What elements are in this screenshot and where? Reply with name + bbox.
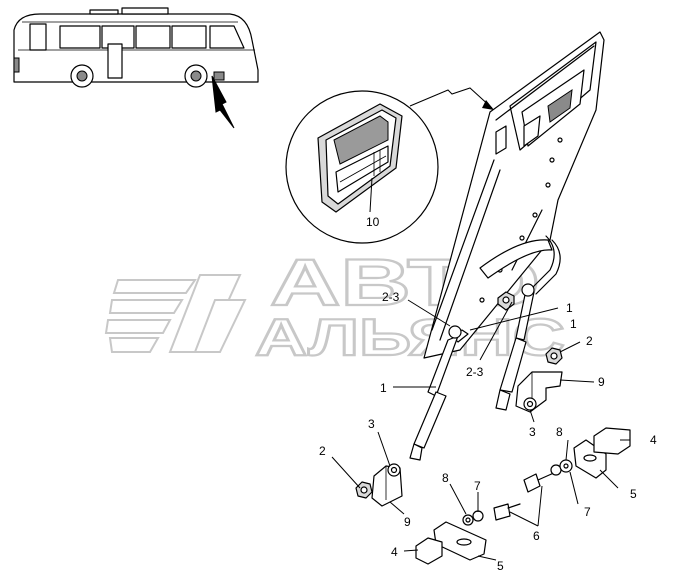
panel-bolts: [479, 137, 563, 303]
callout-7-center: 7: [474, 479, 481, 493]
callout-3-left: 3: [368, 417, 375, 431]
callout-2-3-upper: 2-3: [382, 290, 400, 304]
callout-3-right: 3: [529, 425, 536, 439]
bracket-9-right: [515, 371, 563, 413]
watermark-logo-mark: [104, 274, 247, 353]
callout-1-left: 1: [380, 381, 387, 395]
bus-illustration: [13, 7, 259, 129]
detail-grille-view: [285, 87, 494, 244]
callout-7-right: 7: [584, 505, 591, 519]
callout-2-right: 2: [586, 334, 593, 348]
callout-5-right: 5: [630, 487, 637, 501]
nut-right: [545, 347, 563, 365]
callout-1-upper: 1: [566, 301, 573, 315]
bolt-group-right: [523, 427, 631, 493]
callout-9-left: 9: [404, 515, 411, 529]
callout-9-right: 9: [598, 375, 605, 389]
gas-strut-left: [409, 325, 469, 461]
gas-strut-right: [495, 283, 535, 411]
hatch-panel: [423, 31, 605, 359]
callout-2-3-lower: 2-3: [466, 365, 484, 379]
bolt-group-center: [415, 503, 521, 565]
callout-5-left: 5: [497, 559, 504, 573]
callout-2-left: 2: [319, 444, 326, 458]
callout-6: 6: [533, 529, 540, 543]
callout-labels: 2-3 1 1 2-3 2 9 1 3 3 8 4 2 5 7 8 7 9 6 …: [319, 215, 657, 573]
leader-lines: [331, 299, 630, 561]
callout-8-right: 8: [556, 425, 563, 439]
washer-3-right: [523, 397, 537, 411]
washer-3-left: [387, 463, 401, 477]
callout-8-center: 8: [442, 471, 449, 485]
callout-4-right: 4: [650, 433, 657, 447]
callout-1-mid: 1: [570, 317, 577, 331]
callout-10: 10: [366, 215, 380, 229]
nut-left: [355, 481, 373, 499]
callout-4-left: 4: [391, 545, 398, 559]
